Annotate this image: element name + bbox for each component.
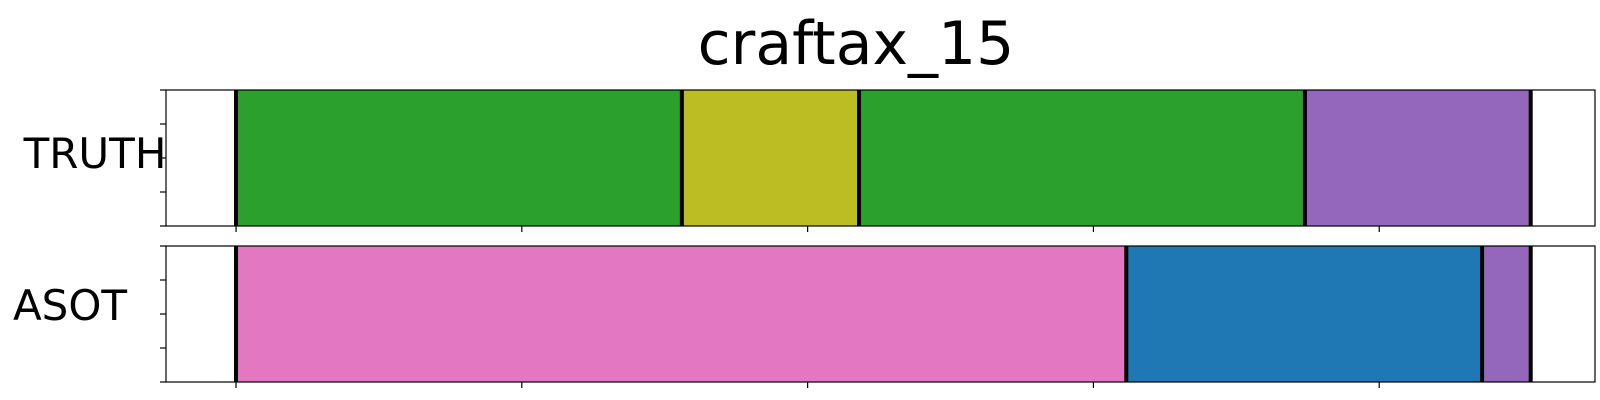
- truth-segment-1: [236, 90, 682, 226]
- truth-row-label: TRUTH: [23, 129, 167, 178]
- asot-segment-1: [236, 246, 1127, 382]
- chart-title: craftax_15: [698, 9, 1015, 79]
- truth-panel: TRUTH: [23, 89, 1596, 232]
- asot-row-label: ASOT: [13, 281, 127, 330]
- asot-segment-3: [1482, 246, 1531, 382]
- truth-segment-2: [681, 90, 860, 226]
- truth-segment-3: [859, 90, 1305, 226]
- asot-segment-2: [1126, 246, 1483, 382]
- asot-panel: ASOT: [13, 245, 1596, 388]
- truth-segment-4: [1304, 90, 1531, 226]
